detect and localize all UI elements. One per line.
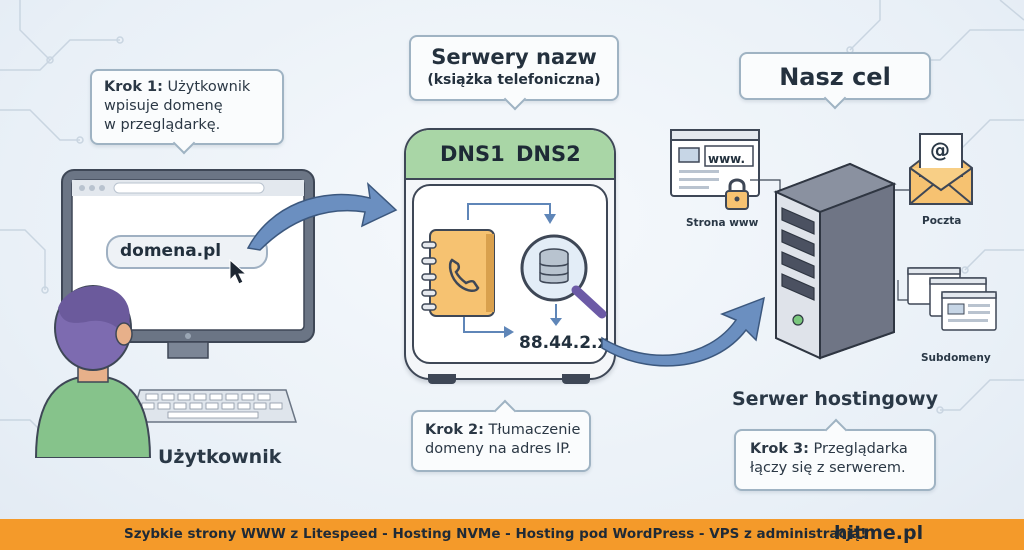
step3-label: Krok 3:	[750, 441, 809, 457]
keyboard-icon	[128, 389, 298, 423]
website-label: Strona www	[686, 217, 759, 229]
www-tag: www.	[708, 152, 746, 166]
target-title: Nasz cel	[779, 63, 891, 91]
padlock-icon	[725, 178, 749, 210]
brand-logo[interactable]: hitme.pl	[834, 522, 924, 544]
step3-line2: łączy się z serwerem.	[750, 460, 906, 476]
step3-text: Przeglądarka	[808, 441, 908, 457]
server-tower-icon	[773, 162, 897, 360]
database-search-icon	[520, 234, 607, 319]
dns-lookup-illustration	[463, 203, 562, 338]
target-title-callout: Nasz cel	[739, 52, 931, 110]
phonebook-icon	[421, 229, 495, 317]
dns-subtitle: (książka telefoniczna)	[427, 72, 601, 88]
dns2-label: DNS2	[516, 142, 581, 166]
mail-envelope-icon	[909, 133, 973, 205]
user-label: Użytkownik	[158, 446, 282, 468]
promo-banner[interactable]: Szybkie strony WWW z Litespeed - Hosting…	[0, 519, 1024, 550]
step1-callout: Krok 1: Użytkownik wpisuje domenę w prze…	[90, 69, 284, 155]
resolved-ip: 88.44.2.x	[519, 333, 609, 353]
mail-label: Poczta	[922, 215, 962, 227]
cursor-icon	[229, 258, 248, 285]
at-symbol-icon: @	[930, 138, 950, 162]
arrow-to-dns	[246, 182, 398, 251]
step2-line2: domeny na adres IP.	[425, 441, 572, 457]
step2-callout: Krok 2: Tłumaczenie domeny na adres IP.	[411, 399, 591, 472]
step2-label: Krok 2:	[425, 422, 484, 438]
dns1-label: DNS1	[440, 142, 505, 166]
step1-label: Krok 1:	[104, 79, 163, 95]
step1-line3: w przeglądarkę.	[104, 117, 221, 133]
dns-title-callout: Serwery nazw (książka telefoniczna)	[409, 35, 619, 111]
domain-input-value: domena.pl	[120, 241, 222, 261]
subdomains-label: Subdomeny	[921, 352, 991, 364]
subdomains-icon	[907, 267, 997, 331]
step1-text: Użytkownik	[162, 79, 251, 95]
step2-text: Tłumaczenie	[483, 422, 581, 438]
step3-callout: Krok 3: Przeglądarka łączy się z serwere…	[734, 418, 936, 491]
server-label: Serwer hostingowy	[732, 388, 938, 410]
arrow-to-server	[601, 296, 765, 367]
step1-line2: wpisuje domenę	[104, 98, 223, 114]
user-avatar	[34, 285, 152, 458]
dns-header: DNS1 DNS2	[406, 130, 614, 180]
browser-address-bar[interactable]: domena.pl	[106, 235, 268, 269]
promo-text: Szybkie strony WWW z Litespeed - Hosting…	[124, 526, 867, 542]
dns-title: Serwery nazw	[431, 45, 597, 69]
